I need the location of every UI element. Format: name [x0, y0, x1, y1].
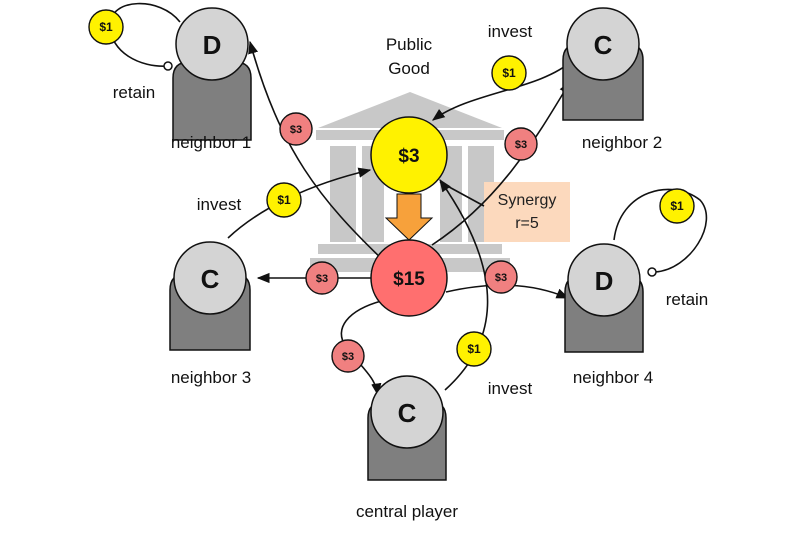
action-label-n3: invest	[197, 195, 242, 214]
synergy-label: Synergy	[498, 192, 557, 209]
player-name-n4: neighbor 4	[573, 368, 653, 387]
strategy-n2: C	[594, 30, 613, 60]
svg-text:$3: $3	[290, 124, 302, 136]
retain-loop-n4	[613, 188, 708, 273]
player-neighbor-4: D	[564, 243, 644, 353]
action-label-central: invest	[488, 379, 533, 398]
payout-arrow-n2	[431, 80, 571, 246]
invest-coin-n1: $1	[88, 9, 124, 45]
svg-text:$1: $1	[99, 20, 113, 34]
invest-arrow-n2	[431, 59, 574, 121]
synergy-arrow-icon	[384, 193, 434, 241]
synergy-factor: r=5	[515, 215, 539, 232]
player-name-n3: neighbor 3	[171, 368, 251, 387]
action-label-n1: retain	[113, 83, 156, 102]
payout-coin-n3: $3	[305, 261, 339, 295]
public-good-label-2: Good	[388, 59, 430, 78]
payout-arrow-n1	[248, 40, 386, 263]
action-label-n4: retain	[666, 290, 709, 309]
invest-coin-n2: $1	[491, 55, 527, 91]
svg-text:$1: $1	[670, 199, 684, 213]
public-good-amount: $3	[398, 146, 419, 167]
player-neighbor-3: C	[169, 241, 251, 351]
svg-text:$1: $1	[467, 342, 481, 356]
strategy-n1: D	[203, 30, 222, 60]
svg-text:$3: $3	[342, 351, 354, 363]
synergy-link	[439, 181, 485, 207]
svg-text:$3: $3	[495, 272, 507, 284]
svg-text:$1: $1	[502, 66, 516, 80]
payout-coin-n4: $3	[484, 260, 518, 294]
player-name-n2: neighbor 2	[582, 133, 662, 152]
public-good-label: Public	[386, 35, 433, 54]
pool-coin	[370, 239, 448, 317]
pool-amount: $15	[393, 269, 425, 290]
player-neighbor-2: C	[562, 7, 644, 121]
player-neighbor-1: D	[172, 7, 252, 141]
synergy-box	[484, 182, 570, 242]
strategy-central: C	[398, 398, 417, 428]
retain-marker-n1	[163, 61, 173, 71]
public-good-coin	[370, 116, 448, 194]
strategy-n3: C	[201, 264, 220, 294]
action-label-n2: invest	[488, 22, 533, 41]
svg-text:$1: $1	[277, 193, 291, 207]
payout-coin-n2: $3	[504, 127, 538, 161]
svg-text:$3: $3	[515, 139, 527, 151]
payout-coin-central: $3	[331, 339, 365, 373]
invest-coin-n4: $1	[659, 188, 695, 224]
payout-coin-n1: $3	[279, 112, 313, 146]
retain-marker-n4	[647, 267, 657, 277]
player-central: C	[367, 375, 447, 481]
invest-coin-n3: $1	[266, 182, 302, 218]
invest-coin-central: $1	[456, 331, 492, 367]
strategy-n4: D	[595, 266, 614, 296]
invest-arrow-central	[439, 178, 489, 391]
player-name-central: central player	[356, 502, 458, 521]
svg-text:$3: $3	[316, 273, 328, 285]
player-name-n1: neighbor 1	[171, 133, 251, 152]
